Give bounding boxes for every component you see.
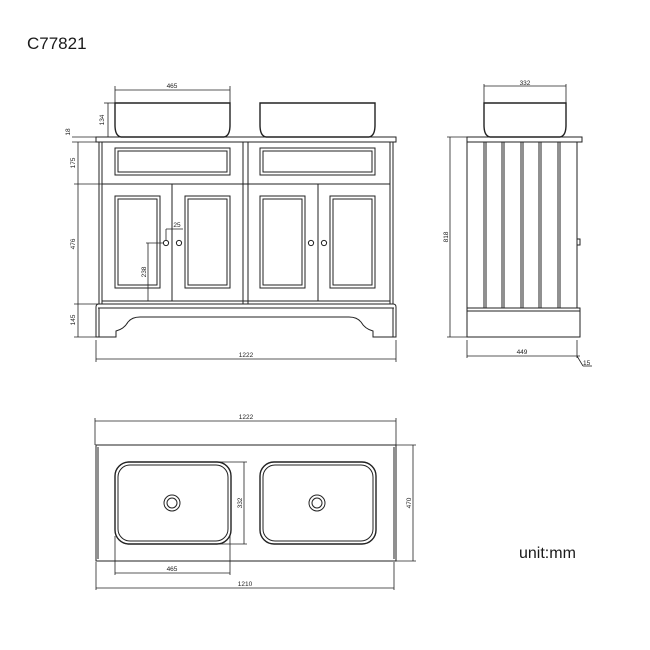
dim-knob-height: 238 (141, 266, 148, 277)
dim-overall-height: 818 (443, 231, 450, 242)
dim-plinth-height: 145 (70, 314, 77, 325)
dim-knob-offset: 25 (173, 222, 181, 229)
dim-top-overall-width: 1222 (239, 414, 254, 421)
drawer-left (114, 147, 231, 176)
countertop (95, 136, 397, 143)
dim-overhang: 15 (583, 360, 591, 367)
side-knob-icon (576, 238, 581, 246)
drawer-right (259, 147, 376, 176)
dim-drawer-height: 175 (70, 157, 77, 168)
side-plinth (466, 307, 581, 338)
drain-icon (308, 494, 326, 512)
dim-overall-width: 1222 (239, 352, 254, 359)
front-basin-left (114, 102, 231, 138)
dim-depth: 449 (517, 349, 528, 356)
top-countertop (95, 444, 397, 562)
dim-door-height: 476 (70, 238, 77, 249)
side-view: 332 818 449 15 (443, 80, 592, 367)
knob-icon (320, 239, 328, 247)
knob-icon (307, 239, 315, 247)
dim-top-thickness: 18 (65, 128, 72, 136)
front-view: 465 134 18 175 476 145 25 238 1222 (65, 83, 397, 362)
dim-side-basin-depth: 332 (520, 80, 531, 87)
dim-top-depth: 470 (406, 497, 413, 508)
dim-top-basin-depth: 332 (237, 497, 244, 508)
side-basin (483, 102, 567, 138)
top-basin-left (114, 461, 232, 545)
door-panel (329, 195, 376, 289)
unit-label: unit:mm (519, 545, 576, 562)
dim-basin-width: 465 (167, 83, 178, 90)
dim-basin-height: 134 (99, 114, 106, 125)
plinth (95, 303, 397, 338)
drain-icon (163, 494, 181, 512)
knob-icon (162, 239, 170, 247)
door-panel (184, 195, 231, 289)
dim-body-width: 1210 (238, 581, 253, 588)
model-code: C77821 (27, 34, 87, 53)
door-panel (114, 195, 161, 289)
knob-icon (175, 239, 183, 247)
front-basin-right (259, 102, 376, 138)
door-panel (259, 195, 306, 289)
top-view: 1222 470 332 465 1210 (94, 414, 416, 590)
top-basin-right (259, 461, 377, 545)
dim-top-basin-width: 465 (167, 566, 178, 573)
